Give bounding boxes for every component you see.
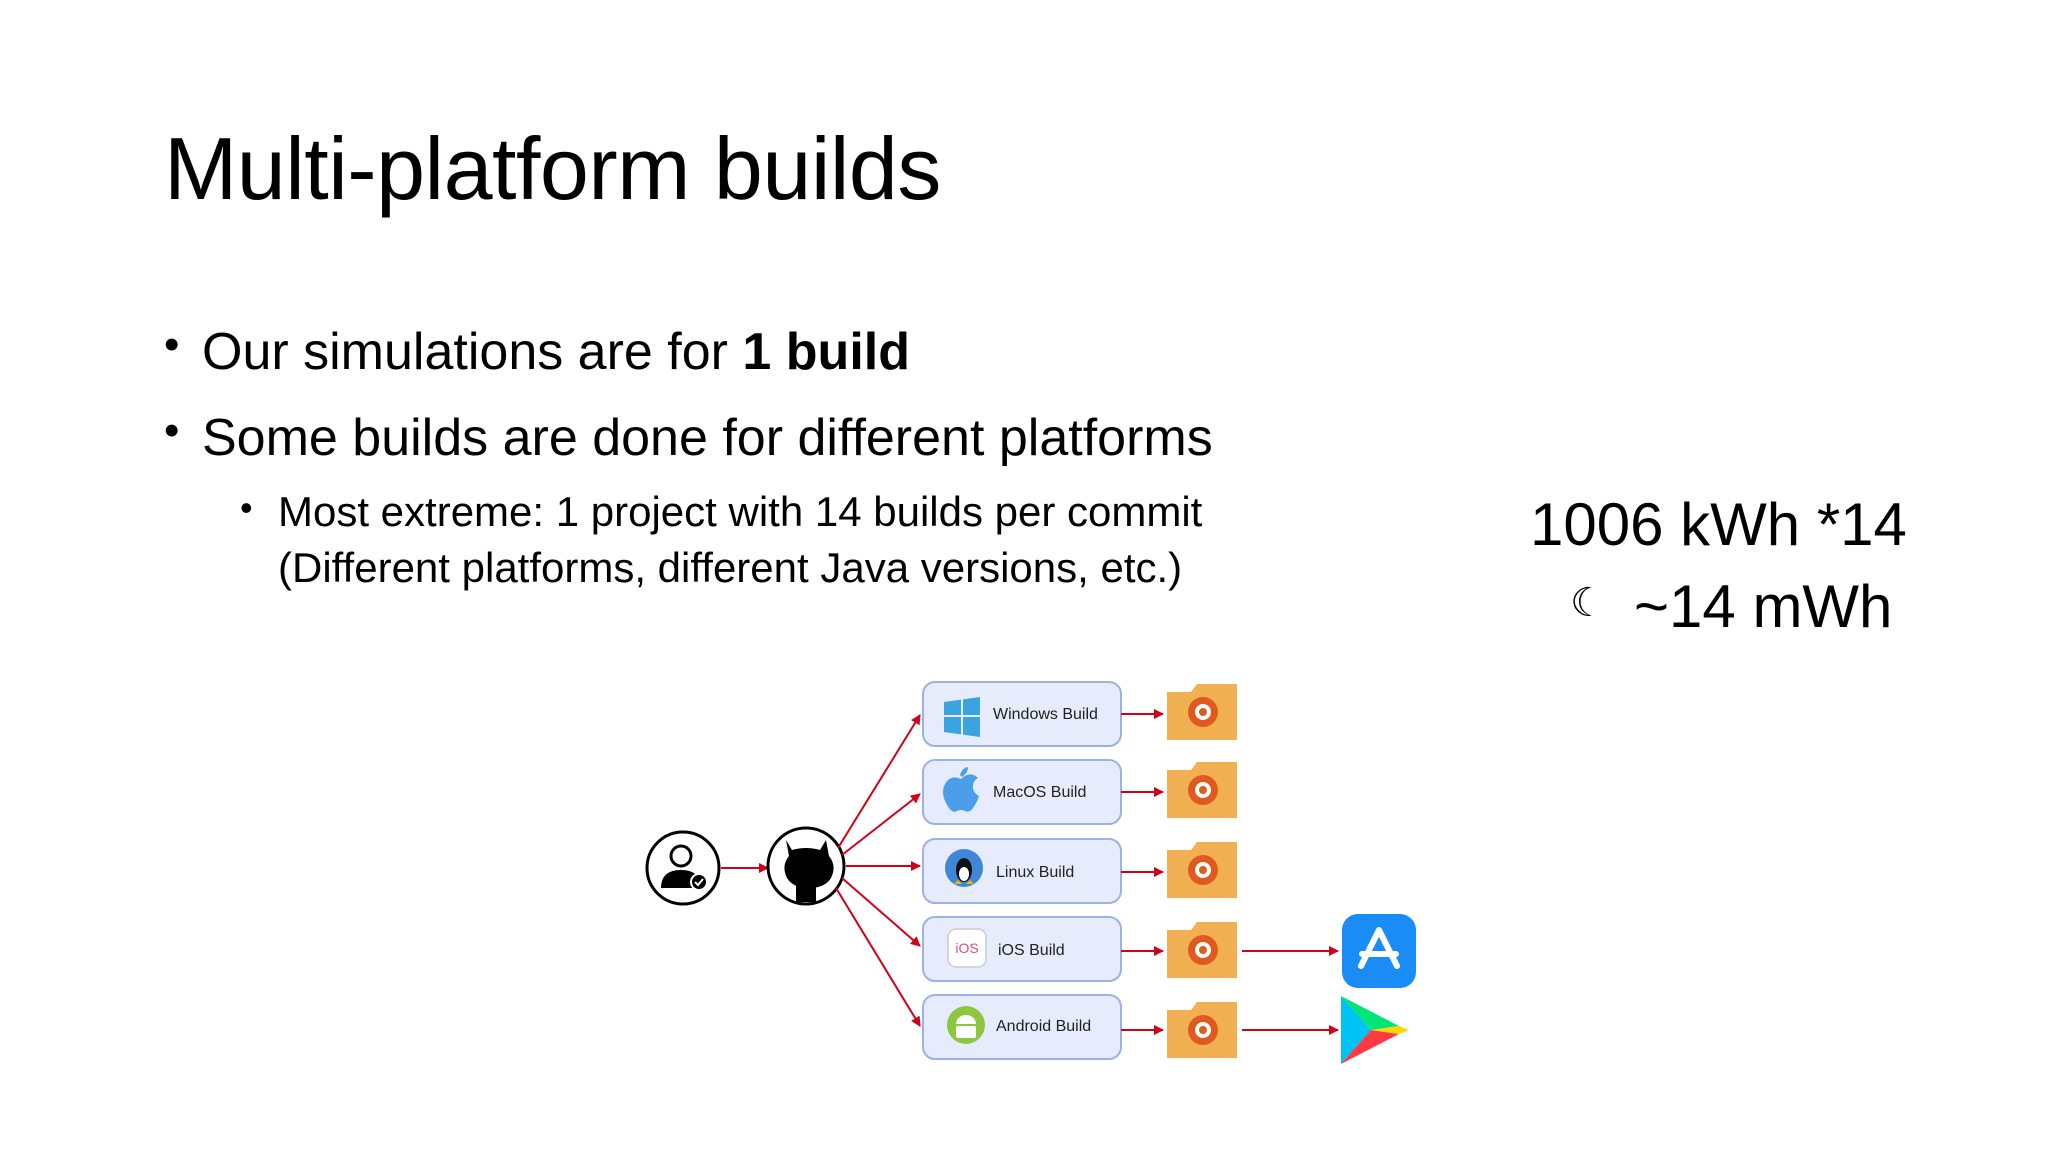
bullet-1-text: Our simulations are for 1 build: [202, 322, 910, 382]
google-play-icon: [1341, 996, 1409, 1064]
sub-bullet-line-2: (Different platforms, different Java ver…: [278, 544, 1183, 591]
build-label-windows: Windows Build: [993, 706, 1098, 723]
build-label-linux: Linux Build: [996, 864, 1074, 881]
bullet-dot: •: [240, 487, 253, 528]
bullet-1-prefix: Our simulations are for: [202, 323, 743, 381]
bullet-2-text: Some builds are done for different platf…: [202, 409, 1213, 467]
windows-icon: [944, 697, 980, 737]
build-box-android: Android Build: [922, 994, 1164, 1060]
sub-bullet-line-1: Most extreme: 1 project with 14 builds p…: [278, 488, 1203, 535]
moon-icon: ☾: [1570, 581, 1606, 625]
build-label-android: Android Build: [996, 1018, 1091, 1035]
energy-multiplication: 1006 kWh *14: [1530, 491, 1907, 558]
folder-gear-icon: [1167, 684, 1237, 740]
build-label-macos: MacOS Build: [993, 784, 1086, 801]
folder-gear-icon: [1167, 922, 1237, 978]
github-icon: [766, 826, 846, 906]
app-store-icon: [1342, 914, 1416, 988]
developer-avatar-icon: [645, 830, 721, 906]
ios-icon: iOS: [947, 928, 987, 968]
slide-title: Multi-platform builds: [164, 119, 941, 218]
folder-gear-icon: [1167, 762, 1237, 818]
apple-icon: [943, 767, 979, 812]
build-box-windows: Windows Build: [922, 681, 1164, 747]
bullet-dot: •: [164, 320, 180, 369]
build-box-macos: MacOS Build: [922, 759, 1164, 825]
build-box-linux: Linux Build: [922, 838, 1164, 904]
folder-gear-icon: [1167, 842, 1237, 898]
build-box-ios: iOS iOS Build: [922, 916, 1164, 982]
android-icon: [947, 1006, 985, 1044]
fanout-arrows: [835, 714, 921, 1027]
sub-bullet-text: Most extreme: 1 project with 14 builds p…: [278, 484, 1202, 596]
bullet-1-bold: 1 build: [742, 323, 910, 381]
linux-icon: [945, 849, 983, 887]
folder-gear-icon: [1167, 1002, 1237, 1058]
build-label-ios: iOS Build: [998, 942, 1065, 959]
artifact-folders: [1167, 684, 1237, 1058]
energy-result-value: ~14 mWh: [1634, 573, 1893, 640]
bullet-dot: •: [164, 406, 180, 455]
ios-icon-label: iOS: [955, 940, 978, 956]
